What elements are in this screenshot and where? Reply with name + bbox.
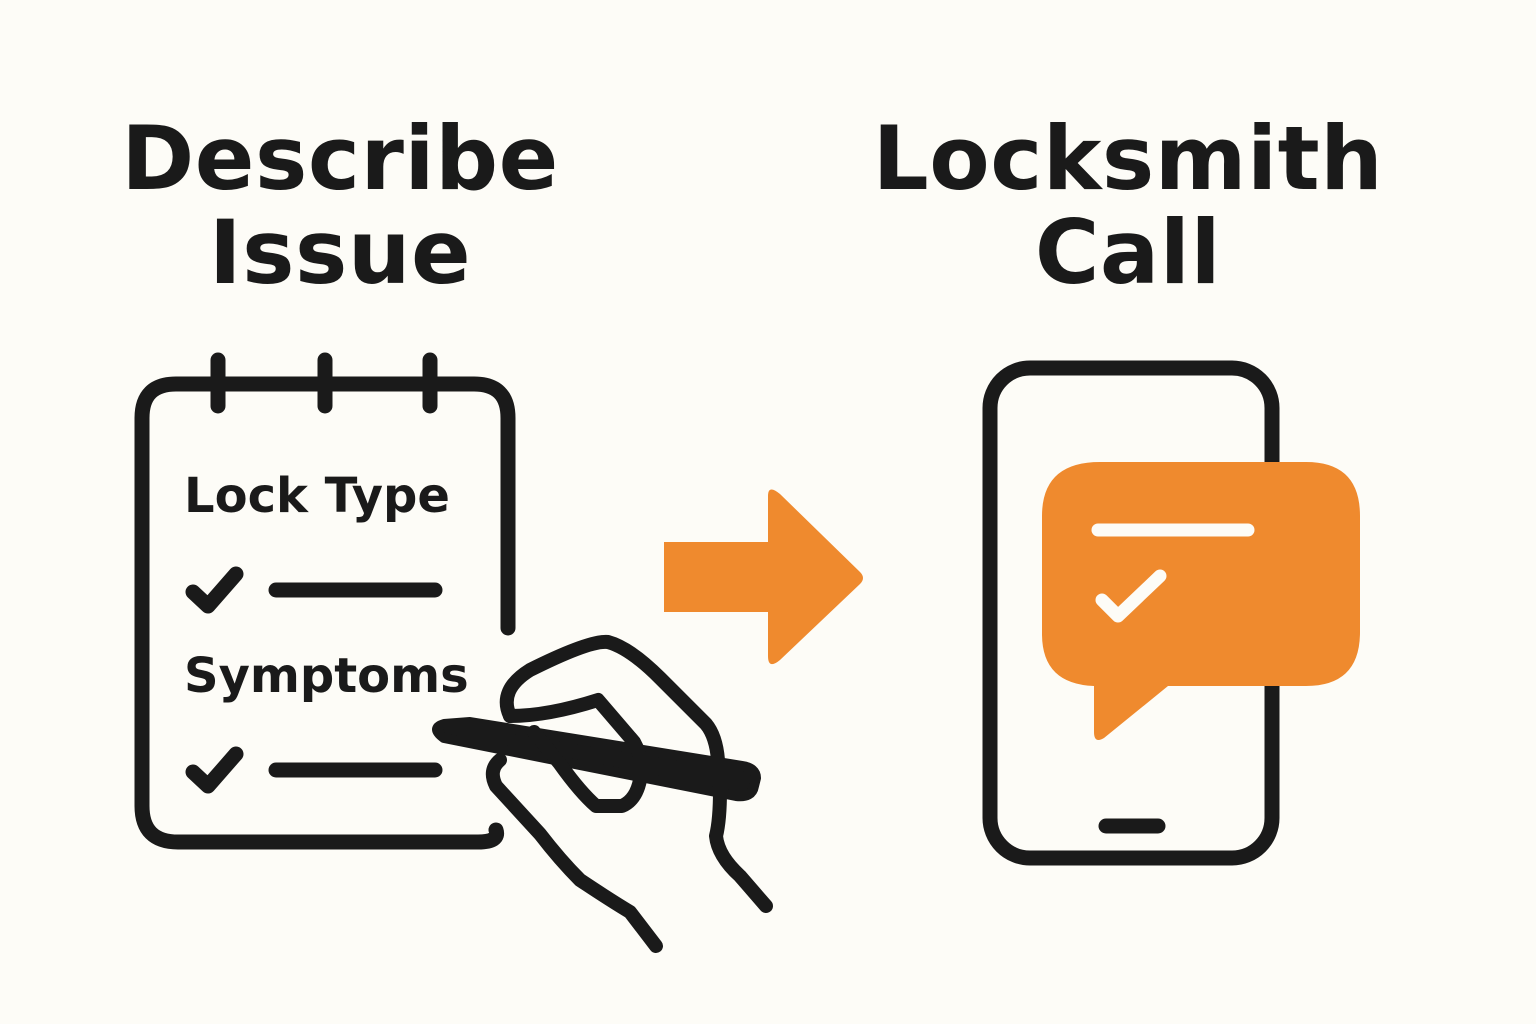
checklist-notepad-icon <box>134 352 516 850</box>
describe-issue-heading: Describe Issue <box>60 112 620 300</box>
checkmark-icon <box>185 746 244 794</box>
checklist-item-symptoms: Symptoms <box>184 648 469 704</box>
right-arrow-icon <box>664 489 863 665</box>
pen-icon <box>432 717 761 802</box>
hand-writing-icon <box>432 634 773 953</box>
chat-bubble-icon <box>1042 462 1360 740</box>
heading-line-2: Call <box>1034 201 1222 304</box>
checkmark-icon <box>185 566 244 614</box>
heading-line-1: Describe <box>121 107 559 210</box>
locksmith-call-heading: Locksmith Call <box>848 112 1408 300</box>
checklist-item-lock-type: Lock Type <box>184 468 450 524</box>
heading-line-2: Issue <box>208 201 472 304</box>
phone-message-check-icon <box>982 360 1360 866</box>
heading-line-1: Locksmith <box>872 107 1384 210</box>
checkmark-icon <box>1095 569 1167 623</box>
